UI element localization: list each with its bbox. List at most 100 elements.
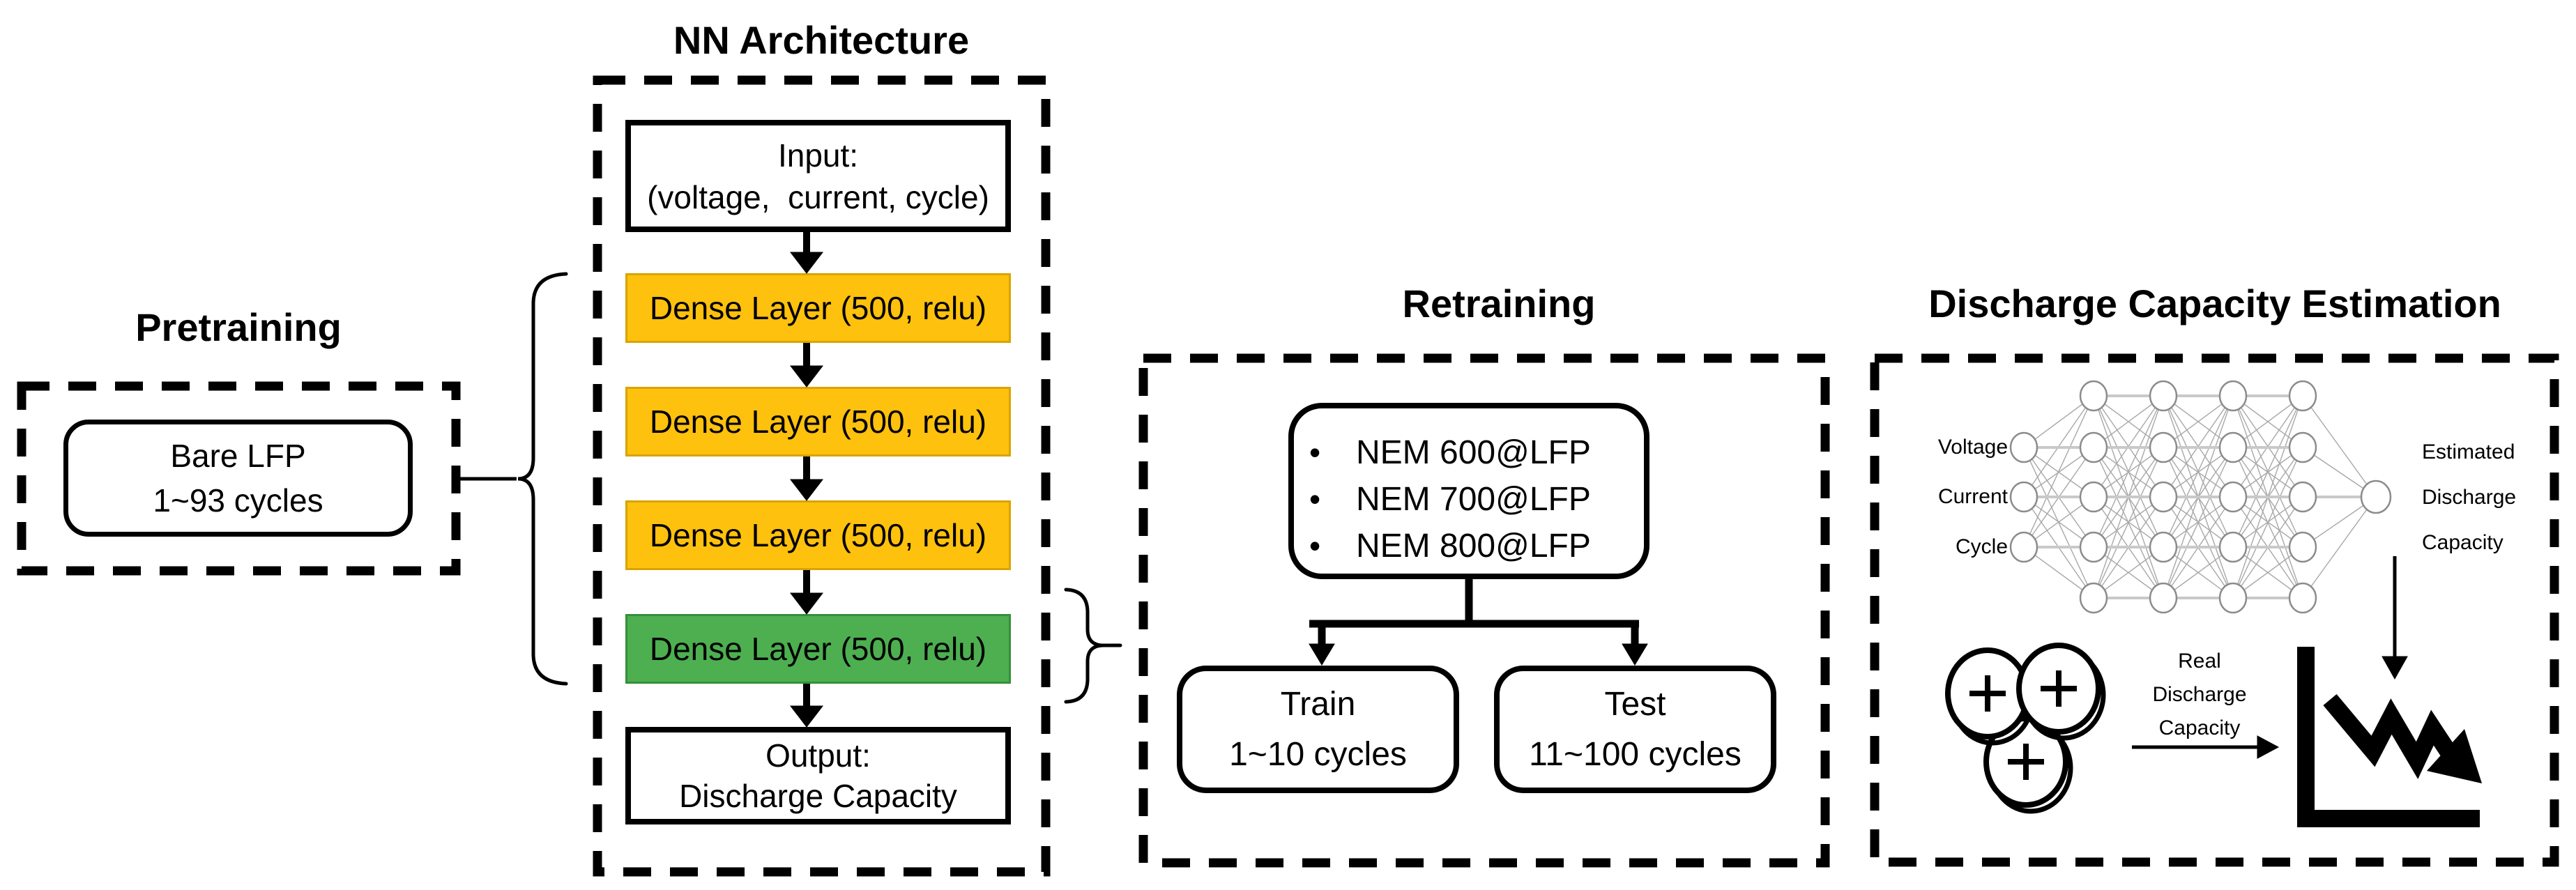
nn-hidden-node (2218, 380, 2248, 412)
coin-bottom (1983, 716, 2068, 808)
nn-edge (2163, 395, 2234, 448)
nn-edge (2093, 395, 2164, 498)
nn-edge (2232, 395, 2303, 498)
battery-coin-cells-icon (1945, 643, 2106, 814)
test-line1: Test (1604, 685, 1666, 723)
dataset-item: NEM 700@LFP (1294, 476, 1644, 523)
coin-right (2016, 643, 2101, 735)
retraining-datasets-box: NEM 600@LFP NEM 700@LFP NEM 800@LFP (1288, 403, 1649, 579)
nn-edge (2093, 395, 2164, 448)
nn-edge (2163, 395, 2234, 498)
bare-lfp-line1: Bare LFP (170, 438, 306, 474)
nn-edge (2163, 496, 2234, 548)
nn-input-node (2009, 531, 2038, 563)
nn-edge (2093, 447, 2164, 498)
nn-edge (2232, 546, 2303, 599)
train-line2: 1~10 cycles (1229, 735, 1407, 773)
flow-arrow-head (789, 705, 824, 728)
nn-edge (2232, 447, 2303, 498)
train-line1: Train (1280, 685, 1356, 723)
nn-output-node (2360, 479, 2392, 514)
nn-edge (2163, 546, 2234, 599)
nn-edge (2163, 395, 2234, 599)
nn-hidden-node (2288, 582, 2317, 614)
coin-left (1945, 647, 2030, 739)
flow-arrow-head (789, 252, 824, 274)
nn-input-box: Input: (voltage, current, cycle) (625, 120, 1011, 232)
nn-edge (2163, 395, 2234, 599)
nn-edge (2163, 395, 2234, 548)
nn-edge (2093, 496, 2164, 548)
nn-input-node (2009, 431, 2038, 463)
nn-edge (2163, 496, 2234, 599)
nn-edge (2023, 447, 2094, 498)
branch-right-arrow-head (1622, 643, 1648, 666)
nn-hidden-node (2079, 582, 2108, 614)
nn-hidden-node (2079, 431, 2108, 463)
nn-hidden-node (2149, 582, 2178, 614)
estimated-label-line3: Capacity (2422, 531, 2503, 554)
nn-edge (2232, 496, 2303, 548)
nn-edge (2163, 447, 2234, 498)
chart-zigzag-line (2323, 693, 2457, 779)
nn-edge (2023, 447, 2094, 599)
train-box: Train 1~10 cycles (1177, 666, 1459, 793)
flow-arrow-head (789, 479, 824, 501)
nn-edge (2232, 496, 2303, 548)
nn-hidden-node (2149, 431, 2178, 463)
nn-edge (2232, 395, 2303, 498)
nn-edge (2163, 395, 2234, 448)
nn-edge (2163, 395, 2234, 498)
estimated-label-line1: Estimated (2422, 440, 2515, 463)
nn-edge (2163, 496, 2234, 548)
bare-lfp-box: Bare LFP 1~93 cycles (63, 420, 413, 537)
nn-output-box: Output: Discharge Capacity (625, 727, 1011, 824)
nn-hidden-node (2149, 481, 2178, 513)
estimation-title: Discharge Capacity Estimation (1928, 282, 2501, 325)
coin-plus (2008, 744, 2044, 780)
nn-edge (2302, 447, 2377, 498)
nn-hidden-node (2288, 531, 2317, 563)
nn-hidden-node (2079, 380, 2108, 412)
nn-edge (2232, 395, 2303, 548)
test-box: Test 11~100 cycles (1494, 666, 1776, 793)
nn-edge (2163, 447, 2234, 599)
nn-edge (2093, 546, 2164, 599)
dense-layer-3: Dense Layer (500, relu) (625, 500, 1011, 570)
nn-edge (2093, 447, 2164, 548)
nn-hidden-node (2149, 380, 2178, 412)
coin-plus (1969, 675, 2006, 712)
nn-edge (2023, 496, 2094, 548)
chart-axes (2297, 647, 2480, 827)
nn-edge (2232, 447, 2303, 548)
nn-edge (2232, 447, 2303, 599)
nn-edge (2093, 395, 2164, 448)
nn-edge (2232, 395, 2303, 448)
estimated-label-line2: Discharge (2422, 486, 2517, 509)
real-label-line3: Capacity (2158, 716, 2241, 739)
nn-edge (2023, 496, 2094, 599)
flow-arrow-head (789, 365, 824, 388)
nn-edge (2163, 447, 2234, 599)
nn-hidden-node (2149, 531, 2178, 563)
nn-edge (2232, 546, 2303, 599)
nn-edge (2093, 447, 2164, 599)
dense-layer-1: Dense Layer (500, relu) (625, 273, 1011, 343)
coin-shadow (2021, 649, 2106, 741)
nn-edge (2163, 447, 2234, 548)
nn-edge (2023, 546, 2094, 599)
nn-edge (2093, 496, 2164, 599)
test-line2: 11~100 cycles (1529, 735, 1742, 773)
nn-input-node (2009, 481, 2038, 513)
estimated-to-chart-arrow (2381, 556, 2408, 680)
nn-input-line2: (voltage, current, cycle) (647, 178, 989, 215)
nn-edge (2163, 546, 2234, 599)
nn-output-line2: Discharge Capacity (679, 778, 957, 814)
nn-edge (2163, 447, 2234, 548)
nn-input-line1: Input: (777, 137, 859, 174)
nn-edge (2302, 395, 2377, 498)
down-arrow-head (2381, 656, 2408, 680)
nn-architecture-title: NN Architecture (673, 18, 970, 62)
nn-edge (2093, 447, 2164, 548)
